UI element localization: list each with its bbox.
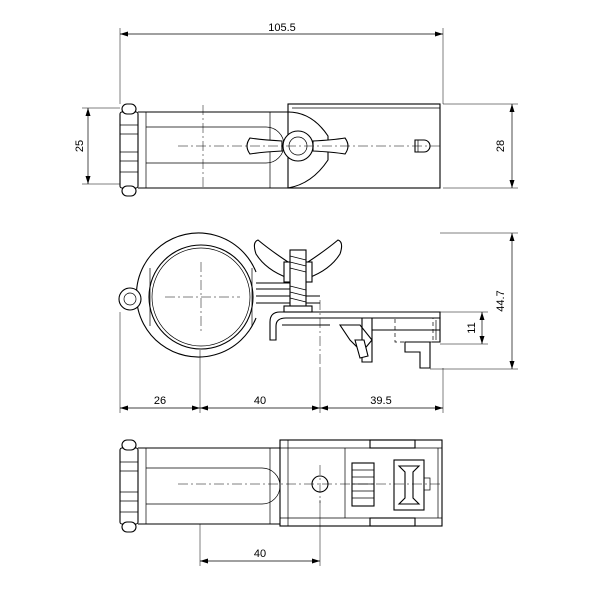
bottom-clamp-band: [138, 447, 281, 525]
dim-bottom-spacing: 40: [199, 500, 321, 566]
seg-right-label: 39.5: [370, 395, 391, 407]
side-height-label: 44.7: [495, 290, 507, 311]
dim-top-height-left: 25: [74, 107, 120, 185]
top-view: [119, 103, 441, 197]
dim-side-segments: 26 40 39.5: [119, 312, 444, 413]
overall-length-label: 105.5: [268, 22, 296, 34]
top-clamp-band: [138, 111, 290, 189]
side-hinge-pin-icon: [118, 287, 142, 311]
top-height-right-label: 28: [495, 140, 507, 152]
seg-middle-label: 40: [254, 395, 266, 407]
dim-slot-height: 11: [440, 311, 488, 345]
top-hinge: [119, 103, 139, 197]
bottom-hinge: [119, 439, 139, 533]
side-view: [118, 232, 441, 369]
dim-overall-length: 105.5: [119, 22, 444, 104]
slot-height-label: 11: [466, 322, 478, 333]
side-bolt-icon: [283, 249, 313, 313]
bottom-view: [119, 439, 443, 533]
side-latch: [338, 317, 441, 369]
top-wing-nut-icon: [246, 130, 349, 162]
bottom-body: [279, 439, 443, 527]
seg-left-label: 26: [154, 395, 166, 407]
dim-side-height: 44.7: [430, 232, 518, 370]
top-height-left-label: 25: [74, 140, 86, 152]
side-bracket: [269, 311, 441, 341]
bottom-latch-icon: [351, 459, 431, 511]
dim-top-height-right: 28: [443, 103, 518, 189]
bottom-spacing-label: 40: [254, 548, 266, 560]
